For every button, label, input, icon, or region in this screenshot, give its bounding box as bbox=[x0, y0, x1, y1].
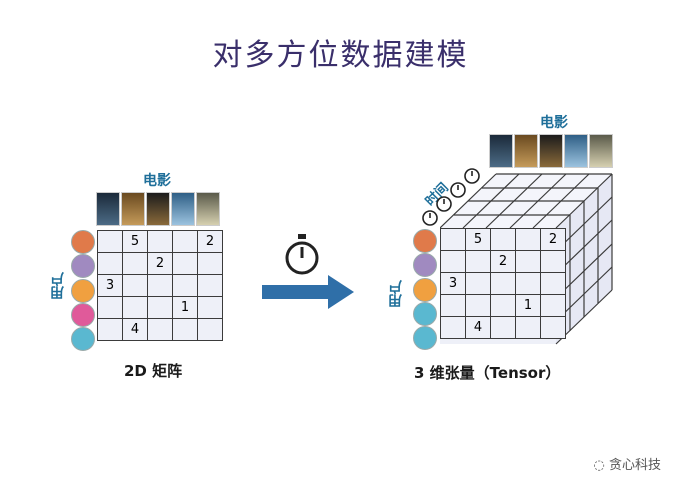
movie-poster bbox=[196, 192, 220, 226]
matrix-cell bbox=[172, 318, 198, 341]
user-avatar bbox=[71, 303, 95, 327]
matrix-cell bbox=[147, 296, 173, 319]
arrow-right-icon bbox=[262, 275, 354, 309]
user-avatar bbox=[71, 254, 95, 278]
matrix-cell bbox=[172, 252, 198, 275]
tensor-cell: 2 bbox=[540, 228, 566, 251]
matrix-cell: 1 bbox=[172, 296, 198, 319]
tensor-cell bbox=[465, 250, 491, 273]
tensor-cell bbox=[540, 272, 566, 295]
users-label: 用户 bbox=[50, 272, 66, 300]
tensor-cell bbox=[515, 272, 541, 295]
user-avatar bbox=[413, 326, 437, 350]
stopwatch-icons bbox=[422, 168, 480, 226]
movie-poster bbox=[514, 134, 538, 168]
user-avatar bbox=[413, 229, 437, 253]
wechat-icon: ◌ bbox=[593, 458, 605, 473]
tensor-cell: 3 bbox=[440, 272, 466, 295]
matrix-caption: 2D 矩阵 bbox=[124, 362, 183, 380]
movie-poster bbox=[589, 134, 613, 168]
tensor-cell bbox=[440, 316, 466, 339]
tensor-cell bbox=[465, 294, 491, 317]
matrix-cell bbox=[122, 274, 148, 297]
tensor-cell bbox=[540, 294, 566, 317]
matrix-cell bbox=[197, 318, 223, 341]
tensor-cell bbox=[540, 250, 566, 273]
user-avatar bbox=[71, 279, 95, 303]
matrix-cell bbox=[122, 252, 148, 275]
user-avatar bbox=[413, 278, 437, 302]
tensor-cell: 2 bbox=[490, 250, 516, 273]
tensor-cell bbox=[490, 228, 516, 251]
matrix-cell bbox=[147, 274, 173, 297]
user-avatar bbox=[413, 302, 437, 326]
tensor-cell bbox=[490, 294, 516, 317]
tensor-cell: 5 bbox=[465, 228, 491, 251]
matrix-cell bbox=[122, 296, 148, 319]
movies-label: 电影 bbox=[143, 173, 171, 189]
tensor-cell bbox=[515, 316, 541, 339]
page-title: 对多方位数据建模 bbox=[212, 38, 469, 73]
tensor-cell bbox=[465, 272, 491, 295]
matrix-cell: 5 bbox=[122, 230, 148, 253]
matrix-cell: 3 bbox=[97, 274, 123, 297]
tensor-caption: 3 维张量（Tensor） bbox=[414, 364, 561, 382]
watermark: ◌ 贪心科技 bbox=[594, 454, 662, 473]
tensor-cell bbox=[440, 294, 466, 317]
movie-poster bbox=[96, 192, 120, 226]
movie-poster bbox=[146, 192, 170, 226]
movie-poster bbox=[564, 134, 588, 168]
user-avatar bbox=[71, 327, 95, 351]
tensor-cell bbox=[490, 272, 516, 295]
matrix-cell bbox=[197, 296, 223, 319]
movie-poster bbox=[121, 192, 145, 226]
movies-label: 电影 bbox=[540, 115, 568, 131]
movie-poster bbox=[489, 134, 513, 168]
users-label: 用户 bbox=[388, 280, 404, 308]
matrix-cell bbox=[197, 252, 223, 275]
matrix-cell bbox=[172, 230, 198, 253]
user-avatar bbox=[413, 253, 437, 277]
tensor-cell bbox=[540, 316, 566, 339]
tensor-front-face: 5 2 2 3 1 4 bbox=[440, 228, 566, 339]
tensor-cell: 1 bbox=[515, 294, 541, 317]
matrix-cell bbox=[97, 252, 123, 275]
movie-poster bbox=[171, 192, 195, 226]
tensor-cell bbox=[490, 316, 516, 339]
matrix-cell bbox=[147, 318, 173, 341]
matrix-cell bbox=[197, 274, 223, 297]
stopwatch-icon bbox=[285, 234, 319, 275]
tensor-cell bbox=[440, 250, 466, 273]
matrix-cell bbox=[172, 274, 198, 297]
tensor-cell: 4 bbox=[465, 316, 491, 339]
user-avatar bbox=[71, 230, 95, 254]
matrix-cell bbox=[97, 296, 123, 319]
matrix-cell: 2 bbox=[197, 230, 223, 253]
matrix-cell bbox=[147, 230, 173, 253]
rating-matrix-2d: 5 2 2 3 1 4 bbox=[97, 230, 223, 341]
matrix-cell: 4 bbox=[122, 318, 148, 341]
matrix-cell: 2 bbox=[147, 252, 173, 275]
tensor-cell bbox=[515, 228, 541, 251]
tensor-cell bbox=[440, 228, 466, 251]
matrix-cell bbox=[97, 318, 123, 341]
tensor-cell bbox=[515, 250, 541, 273]
matrix-cell bbox=[97, 230, 123, 253]
watermark-text: 贪心科技 bbox=[608, 458, 661, 473]
movie-poster bbox=[539, 134, 563, 168]
